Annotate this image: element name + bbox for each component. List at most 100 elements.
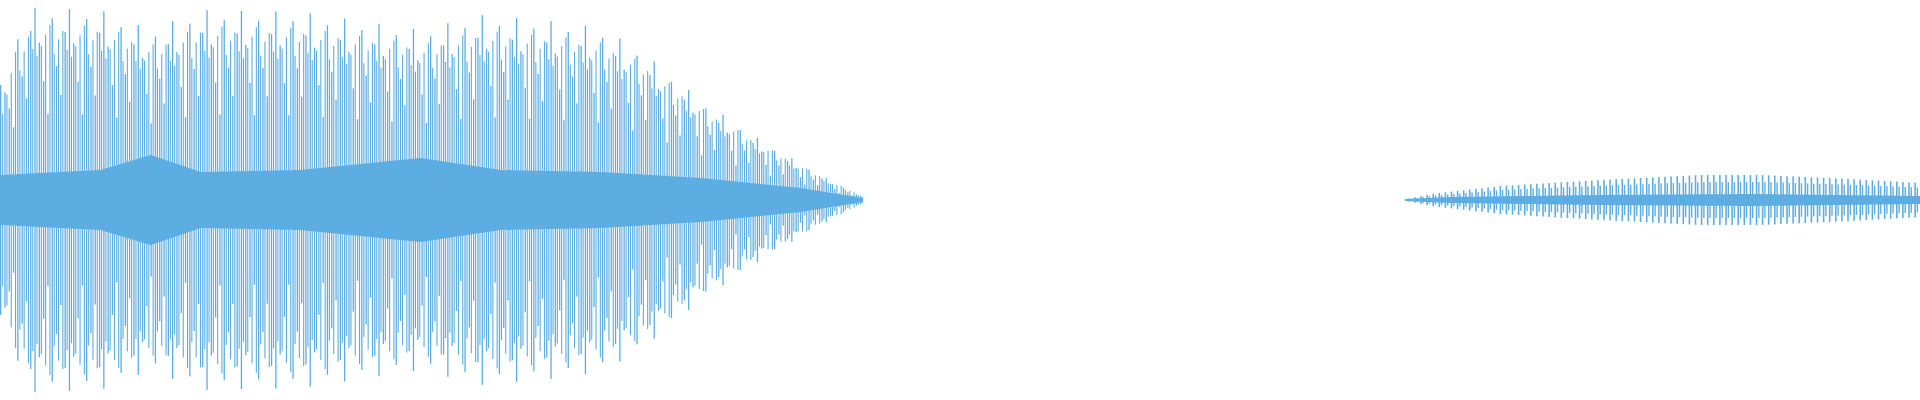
- waveform-sample: [53, 172, 55, 228]
- waveform-sample: [231, 171, 233, 229]
- waveform-sample: [773, 185, 775, 215]
- waveform-sample: [172, 21, 174, 379]
- waveform-sample: [377, 162, 379, 238]
- waveform-sample: [1424, 198, 1426, 202]
- waveform-sample: [431, 159, 433, 241]
- waveform-sample: [1858, 195, 1860, 205]
- waveform-sample: [622, 173, 624, 227]
- waveform-sample: [388, 161, 390, 239]
- waveform-sample: [450, 162, 452, 238]
- waveform-sample: [191, 57, 193, 343]
- waveform-sample: [1406, 198, 1408, 202]
- waveform-sample: [116, 117, 118, 283]
- waveform-sample: [534, 170, 536, 230]
- waveform-sample: [1876, 195, 1878, 205]
- waveform-sample: [590, 171, 592, 229]
- waveform-sample: [29, 173, 31, 227]
- waveform-sample: [516, 18, 518, 382]
- waveform-sample: [1739, 194, 1741, 206]
- waveform-sample: [1504, 196, 1506, 204]
- waveform-sample: [739, 130, 741, 270]
- waveform-sample: [1847, 178, 1849, 222]
- waveform-sample: [328, 59, 330, 341]
- waveform-sample: [393, 40, 395, 360]
- waveform-sample: [1632, 194, 1634, 206]
- waveform-sample: [1672, 183, 1675, 217]
- waveform-sample: [696, 136, 698, 264]
- waveform-sample: [665, 175, 667, 225]
- waveform-sample: [247, 47, 249, 353]
- waveform-sample: [382, 161, 384, 239]
- waveform-sample: [584, 171, 586, 229]
- waveform-sample: [126, 48, 128, 352]
- waveform-sample: [586, 171, 588, 229]
- waveform-sample: [1745, 194, 1747, 206]
- waveform-sample: [421, 94, 423, 306]
- waveform-sample: [1882, 195, 1884, 205]
- waveform-sample: [111, 166, 113, 234]
- waveform-sample: [1486, 196, 1488, 204]
- waveform-sample: [749, 182, 751, 218]
- waveform-sample: [511, 39, 513, 361]
- waveform-sample: [361, 30, 363, 370]
- waveform-sample: [599, 42, 601, 358]
- waveform-sample: [19, 70, 21, 330]
- waveform-sample: [578, 44, 580, 356]
- waveform-sample: [1692, 194, 1694, 206]
- waveform-sample: [1881, 195, 1883, 205]
- waveform-sample: [156, 157, 158, 243]
- waveform-sample: [1623, 194, 1625, 206]
- waveform-sample: [1525, 196, 1527, 204]
- waveform-sample: [1745, 182, 1748, 218]
- waveform-sample: [593, 92, 595, 308]
- waveform-sample: [1501, 196, 1503, 204]
- waveform-sample: [418, 158, 420, 242]
- waveform-sample: [549, 170, 551, 230]
- waveform-sample: [563, 120, 565, 280]
- waveform-sample: [86, 19, 88, 381]
- waveform-sample: [833, 193, 835, 207]
- waveform-sample: [556, 56, 558, 344]
- waveform-sample: [664, 86, 666, 314]
- waveform-sample: [821, 178, 823, 222]
- waveform-sample: [167, 44, 169, 356]
- waveform-sample: [83, 170, 85, 230]
- waveform-sample: [707, 126, 709, 274]
- waveform-sample: [429, 159, 431, 241]
- waveform-sample: [846, 195, 848, 205]
- waveform-sample: [595, 50, 597, 350]
- waveform-sample: [556, 171, 558, 229]
- waveform-sample: [494, 117, 496, 283]
- waveform-sample: [326, 25, 329, 375]
- waveform-sample: [1442, 197, 1444, 203]
- waveform-sample: [781, 186, 783, 214]
- waveform-sample: [359, 35, 361, 365]
- waveform-sample: [1635, 194, 1637, 206]
- waveform-sample: [1877, 195, 1879, 205]
- waveform-sample: [143, 157, 145, 243]
- waveform-sample: [18, 174, 20, 226]
- waveform-sample: [21, 76, 23, 324]
- waveform-sample: [92, 40, 94, 360]
- waveform-sample: [1662, 194, 1664, 206]
- waveform-sample: [651, 88, 653, 312]
- waveform-sample: [395, 35, 397, 365]
- waveform-sample: [376, 60, 378, 340]
- waveform-sample: [573, 171, 575, 229]
- waveform-sample: [311, 60, 313, 340]
- waveform-sample: [748, 162, 750, 238]
- waveform-sample: [1815, 194, 1817, 206]
- waveform-sample: [647, 70, 649, 330]
- waveform-sample: [1855, 195, 1857, 205]
- waveform-sample: [1410, 198, 1412, 202]
- waveform-sample: [1538, 188, 1540, 212]
- waveform-sample: [672, 176, 674, 224]
- waveform-sample: [188, 167, 190, 233]
- waveform-sample: [268, 170, 270, 230]
- waveform-sample: [1691, 182, 1693, 218]
- waveform-sample: [470, 46, 472, 354]
- waveform-sample: [304, 169, 306, 231]
- waveform-sample: [1820, 194, 1822, 206]
- waveform-sample: [380, 67, 382, 333]
- waveform-sample: [1786, 176, 1788, 224]
